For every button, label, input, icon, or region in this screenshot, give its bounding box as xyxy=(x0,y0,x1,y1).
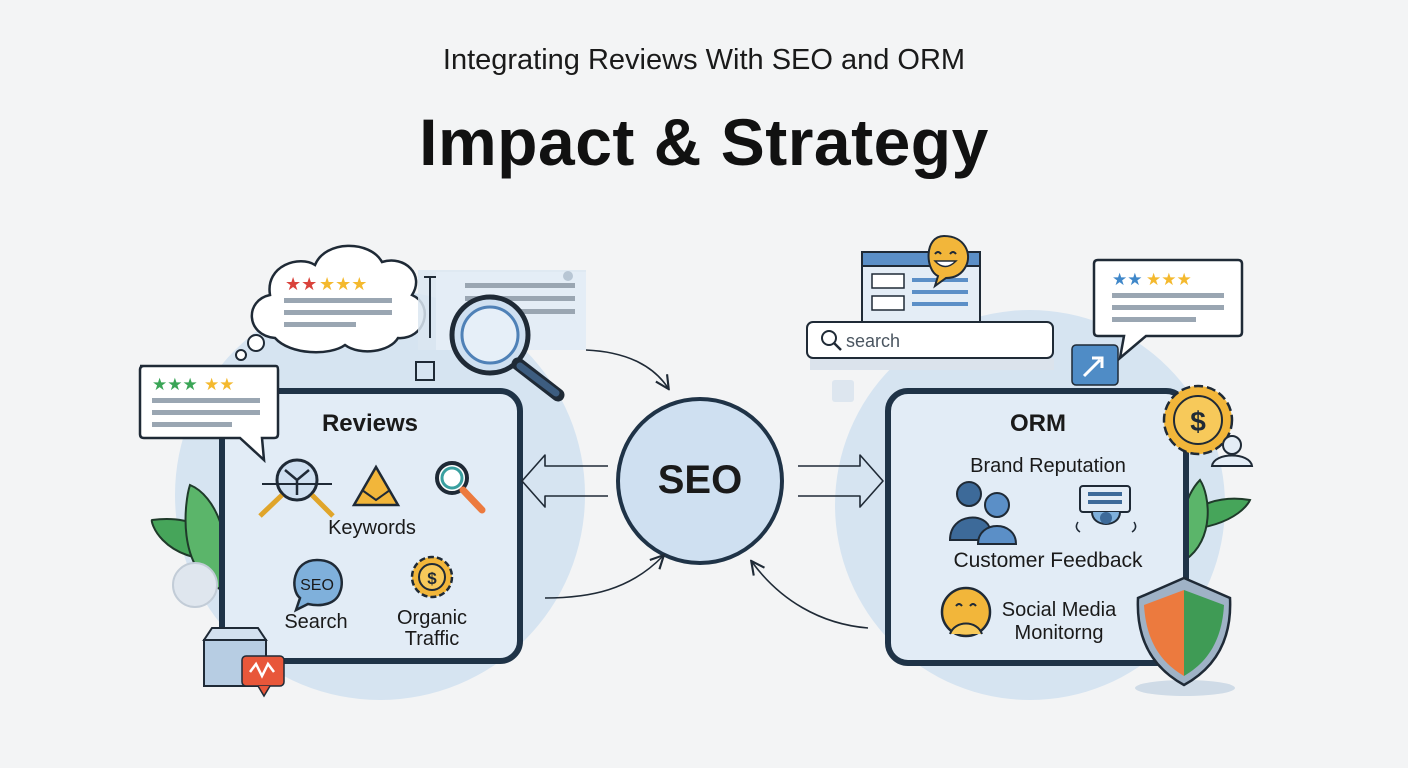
svg-text:★★★: ★★★ xyxy=(152,375,198,395)
svg-text:$: $ xyxy=(1190,406,1206,437)
orm-item-customer-feedback: Customer Feedback xyxy=(953,549,1143,572)
feedback-icon xyxy=(1075,485,1137,533)
search-icon xyxy=(821,330,837,346)
review-bubble: ★★ ★★★ xyxy=(1092,258,1244,362)
users-icon xyxy=(948,481,1018,545)
search-bar[interactable]: search xyxy=(806,321,1054,370)
reviews-panel-title: Reviews xyxy=(321,410,419,437)
search-magnifier-icon xyxy=(435,461,486,514)
svg-text:$: $ xyxy=(427,569,437,588)
reviews-item-search: Search xyxy=(284,611,348,633)
reviews-item-keywords: Keywords xyxy=(328,517,416,539)
smiley-chat-icon xyxy=(927,234,970,289)
page-subtitle: Integrating Reviews With SEO and ORM xyxy=(442,44,966,76)
svg-text:★★: ★★ xyxy=(285,274,317,295)
orm-panel-title: ORM xyxy=(1010,410,1066,437)
user-icon xyxy=(1210,435,1254,467)
magnifier-icon xyxy=(449,294,565,402)
review-bubble: ★★★ ★★ xyxy=(138,364,280,464)
orm-item-brand-reputation: Brand Reputation xyxy=(970,455,1126,477)
triangle-icon xyxy=(351,464,401,507)
social-media-icon xyxy=(940,586,992,638)
seo-badge-text: SEO xyxy=(300,577,334,594)
share-icon xyxy=(1071,344,1119,386)
dollar-gear-icon: $ xyxy=(1162,384,1234,456)
svg-text:★★★: ★★★ xyxy=(319,274,367,295)
connector-arrows xyxy=(521,349,884,629)
inbox-icon xyxy=(202,627,285,698)
seo-bubble-icon: SEO xyxy=(293,558,343,613)
seo-hub-circle xyxy=(616,397,784,565)
search-placeholder: search xyxy=(846,331,900,351)
review-stars-icon: ★★ ★★★ xyxy=(284,274,392,327)
svg-text:★★★: ★★★ xyxy=(1146,270,1192,290)
target-icon xyxy=(258,458,335,518)
seo-hub-label: SEO xyxy=(657,458,743,502)
dollar-gear-icon: $ xyxy=(410,555,454,599)
page-title: Impact & Strategy xyxy=(419,105,989,179)
reviews-item-organic-traffic: Organic Traffic xyxy=(396,607,468,650)
shield-icon xyxy=(1135,576,1235,696)
svg-text:★★: ★★ xyxy=(1112,270,1142,290)
svg-text:★★: ★★ xyxy=(204,375,234,395)
orm-item-social-media: Social Media Monitorng xyxy=(1001,599,1117,644)
